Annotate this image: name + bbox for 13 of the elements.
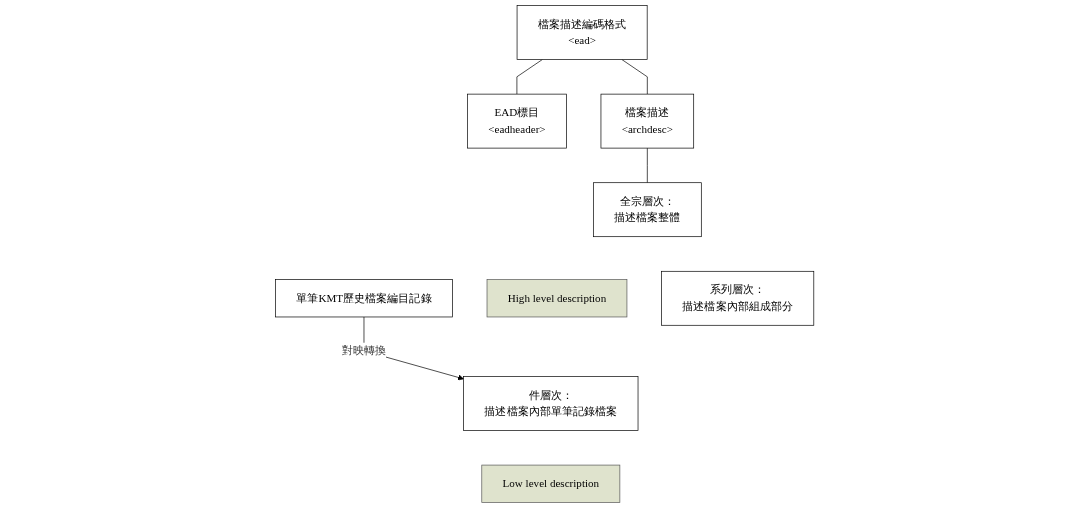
node-box: 全宗層次： 描述檔案整體 xyxy=(592,182,702,238)
connector xyxy=(646,147,648,184)
edge-label: 對映轉換 xyxy=(341,344,386,357)
connector xyxy=(516,59,543,95)
node-box: Low level description xyxy=(481,464,621,503)
node-box: 單筆KMT歷史檔案編目記錄 xyxy=(275,279,453,318)
node-box: EAD標目 <eadheader> xyxy=(466,93,567,149)
node-box: 檔案描述 <archdesc> xyxy=(600,93,694,149)
node-box: 系列層次： 描述檔案內部組成部分 xyxy=(661,270,814,326)
connector xyxy=(621,59,648,95)
node-box: 件層次： 描述檔案內部單筆記錄檔案 xyxy=(463,376,639,431)
node-box: 檔案描述編碼格式 <ead> xyxy=(516,5,648,60)
node-box: High level description xyxy=(486,279,628,318)
